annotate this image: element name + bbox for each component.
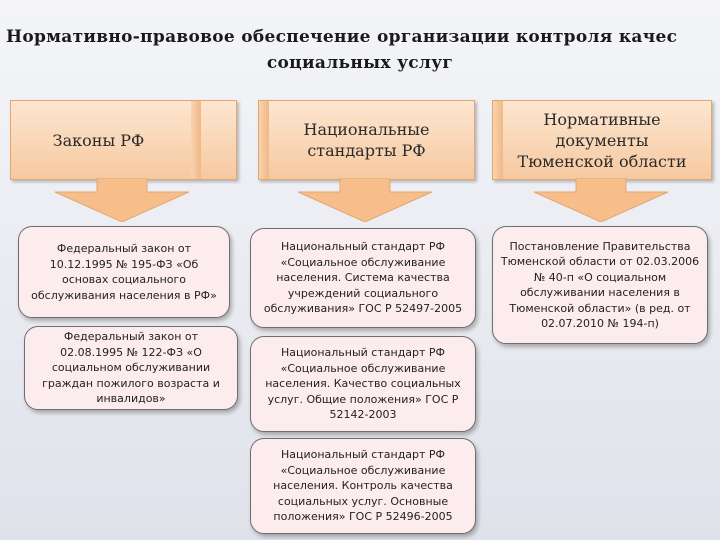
card-standard-52142-text: Национальный стандарт РФ «Социальное обс… <box>265 346 461 422</box>
header-national-standards-label: Национальные стандарты РФ <box>303 120 430 160</box>
header-national-standards: Национальные стандарты РФ <box>258 100 475 180</box>
header-laws: Законы РФ <box>10 100 237 180</box>
card-standard-52142: Национальный стандарт РФ «Социальное обс… <box>250 336 476 432</box>
arrow-down-national-standards <box>297 178 433 222</box>
card-law-195-text: Федеральный закон от 10.12.1995 № 195-ФЗ… <box>31 242 217 302</box>
title-line-2: социальных услуг <box>266 53 454 73</box>
arrow-down-regional-docs <box>533 178 669 222</box>
card-law-195: Федеральный закон от 10.12.1995 № 195-ФЗ… <box>18 226 230 318</box>
header-regional-docs: Нормативные документы Тюменской области <box>492 100 712 180</box>
card-law-122-text: Федеральный закон от 02.08.1995 № 122-ФЗ… <box>42 330 220 406</box>
card-law-122: Федеральный закон от 02.08.1995 № 122-ФЗ… <box>24 326 238 410</box>
card-standard-52496-text: Национальный стандарт РФ «Социальное обс… <box>273 448 453 524</box>
title-line-1: Нормативно-правовое обеспечение организа… <box>6 27 678 47</box>
card-standard-52497: Национальный стандарт РФ «Социальное обс… <box>250 228 476 328</box>
header-regional-docs-label: Нормативные документы Тюменской области <box>517 109 687 171</box>
card-standard-52496: Национальный стандарт РФ «Социальное обс… <box>250 438 476 534</box>
card-regional-resolution: Постановление Правительства Тюменской об… <box>492 226 708 344</box>
card-standard-52497-text: Национальный стандарт РФ «Социальное обс… <box>263 240 463 316</box>
arrow-down-laws <box>54 178 190 222</box>
card-regional-resolution-text: Постановление Правительства Тюменской об… <box>500 239 700 331</box>
header-laws-label: Законы РФ <box>52 130 145 150</box>
